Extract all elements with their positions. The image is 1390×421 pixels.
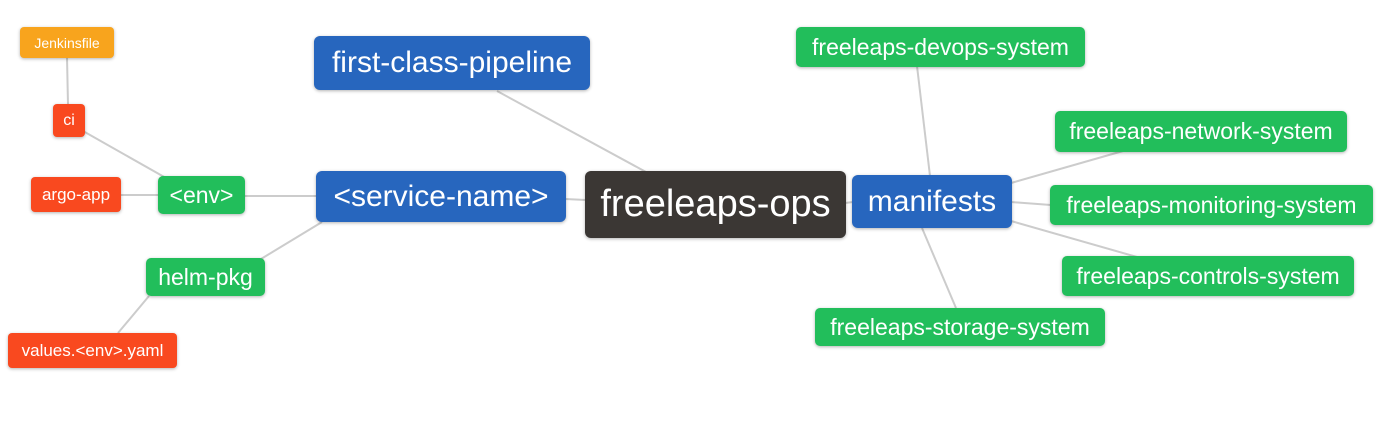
node-freeleaps-network-system[interactable]: freeleaps-network-system — [1055, 111, 1347, 152]
node-freeleaps-ops-root[interactable]: freeleaps-ops — [585, 171, 846, 238]
edge-pipeline-root — [496, 90, 647, 173]
node-freeleaps-storage-system[interactable]: freeleaps-storage-system — [815, 308, 1105, 346]
edge-manifests-network — [1010, 150, 1124, 184]
edge-values-helm-pkg — [117, 295, 150, 334]
edge-helm-pkg-service-name — [255, 221, 323, 263]
edge-root-manifests — [844, 201, 854, 204]
node-freeleaps-monitoring-system[interactable]: freeleaps-monitoring-system — [1050, 185, 1373, 225]
edge-ci-env — [82, 130, 167, 179]
node-argo-app[interactable]: argo-app — [31, 177, 121, 212]
edge-manifests-controls — [1010, 220, 1138, 258]
node-manifests[interactable]: manifests — [852, 175, 1012, 228]
node-helm-pkg[interactable]: helm-pkg — [146, 258, 265, 296]
node-service-name[interactable]: <service-name> — [316, 171, 566, 222]
node-first-class-pipeline[interactable]: first-class-pipeline — [314, 36, 590, 90]
node-values-env-yaml[interactable]: values.<env>.yaml — [8, 333, 177, 368]
edge-manifests-devops — [916, 65, 931, 177]
node-ci[interactable]: ci — [53, 104, 85, 137]
edge-service-name-root — [564, 198, 587, 201]
node-env[interactable]: <env> — [158, 176, 245, 214]
node-jenkinsfile[interactable]: Jenkinsfile — [20, 27, 114, 58]
edge-manifests-monitoring — [1010, 201, 1052, 206]
node-freeleaps-devops-system[interactable]: freeleaps-devops-system — [796, 27, 1085, 67]
node-freeleaps-controls-system[interactable]: freeleaps-controls-system — [1062, 256, 1354, 296]
edge-jenkinsfile-ci — [66, 56, 69, 106]
edge-manifests-storage — [921, 227, 957, 309]
